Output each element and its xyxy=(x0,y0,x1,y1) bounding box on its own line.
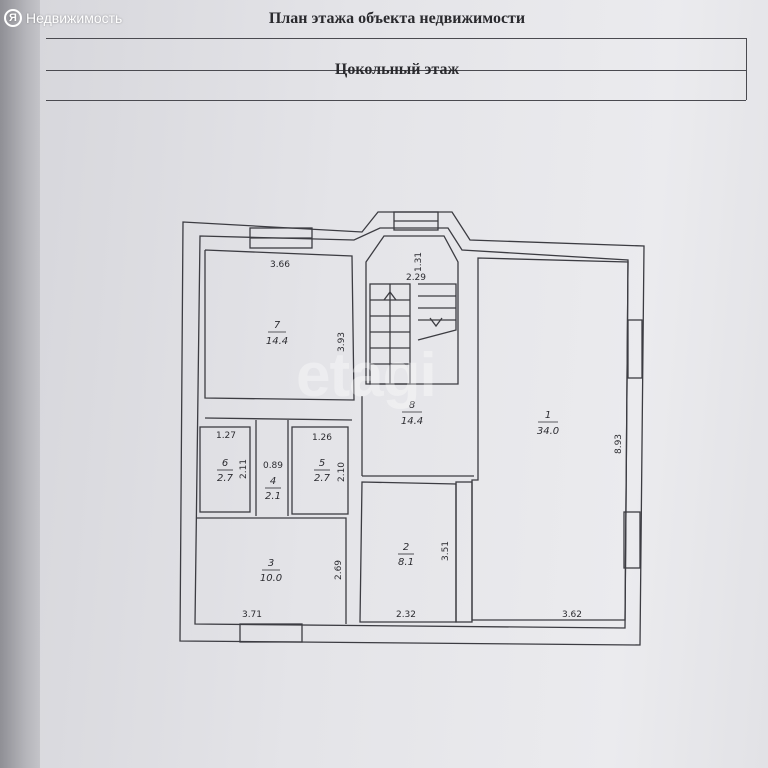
room-number-2: 2 xyxy=(403,542,409,553)
room-number-5: 5 xyxy=(319,458,325,469)
room-5-wall xyxy=(291,426,349,515)
room-number-8: 8 xyxy=(409,400,415,411)
outer-wall xyxy=(179,211,645,646)
floor-subtitle: Цокольный этаж xyxy=(334,61,460,78)
room-area-8: 14.4 xyxy=(401,416,423,427)
room-area-3: 10.0 xyxy=(260,573,282,584)
brand-logo: Я Недвижимость xyxy=(2,7,122,29)
plan-title: План этажа объекта недвижимости xyxy=(268,10,526,27)
stair-shaft xyxy=(365,235,459,385)
dim-room7-height: 3.93 xyxy=(337,332,347,352)
room-area-6: 2.7 xyxy=(217,473,234,484)
dim-stair-top: 1.31 xyxy=(414,252,424,272)
room-7-wall xyxy=(204,249,355,401)
brand-name: Недвижимость xyxy=(26,10,123,26)
room-area-2: 8.1 xyxy=(398,557,414,568)
window-bottom xyxy=(239,623,303,643)
room-area-7: 14.4 xyxy=(266,336,288,347)
dim-room5-width: 1.26 xyxy=(312,433,332,443)
dim-room3-width: 3.71 xyxy=(242,610,262,620)
staircase xyxy=(369,283,457,385)
dim-room7-width: 3.66 xyxy=(270,260,290,270)
dim-room5-height: 2.10 xyxy=(337,462,347,482)
dim-room1-width: 3.62 xyxy=(562,610,582,620)
room-number-1: 1 xyxy=(545,410,551,421)
dim-room6-height: 2.11 xyxy=(239,459,249,479)
room-area-5: 2.7 xyxy=(314,473,331,484)
room-1-wall xyxy=(471,257,629,621)
room-number-7: 7 xyxy=(274,320,281,331)
room-6-wall xyxy=(199,426,251,513)
dim-room2-width: 2.32 xyxy=(396,610,416,620)
dim-room2-height: 3.51 xyxy=(441,541,451,561)
header-rule-bottom xyxy=(46,100,746,101)
room-number-3: 3 xyxy=(268,558,274,569)
header-rule-top xyxy=(46,38,746,39)
page-edge-shadow xyxy=(0,0,44,768)
room-number-4: 4 xyxy=(270,476,276,487)
window-right-upper xyxy=(627,319,643,379)
header-rule-right xyxy=(746,38,747,100)
yandex-logo-icon: Я xyxy=(4,9,22,27)
header-rule-middle xyxy=(46,70,746,71)
window-right-lower xyxy=(623,511,641,569)
room-3-wall xyxy=(196,517,347,624)
dim-room3-height: 2.69 xyxy=(334,560,344,580)
watermark-logo: etagi xyxy=(296,341,437,410)
dim-room6-width: 1.27 xyxy=(216,431,236,441)
dim-room1-height: 8.93 xyxy=(614,434,624,454)
room-area-1: 34.0 xyxy=(537,426,559,437)
room-number-6: 6 xyxy=(222,458,228,469)
dim-room4-width: 0.89 xyxy=(263,461,283,471)
inner-wall xyxy=(194,227,629,629)
room-area-4: 2.1 xyxy=(265,491,281,502)
dim-stair-width: 2.29 xyxy=(406,273,426,283)
